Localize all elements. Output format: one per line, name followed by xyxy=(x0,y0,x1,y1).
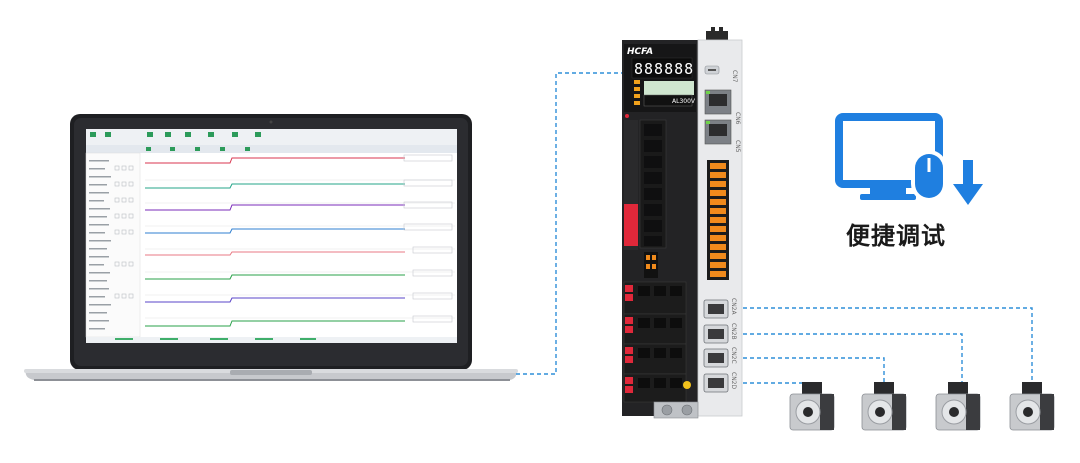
svg-text:CN2B: CN2B xyxy=(730,323,737,340)
svg-text:HCFA: HCFA xyxy=(627,47,653,57)
svg-text:888888: 888888 xyxy=(634,60,694,78)
svg-text:AL300V: AL300V xyxy=(672,98,696,105)
svg-text:CN2D: CN2D xyxy=(730,372,737,389)
servo-motor xyxy=(789,382,835,431)
svg-text:CN2C: CN2C xyxy=(730,347,737,364)
laptop-screen xyxy=(85,129,457,343)
connection-lines xyxy=(516,72,1033,392)
servo-motor xyxy=(1009,382,1055,431)
axis-b-link xyxy=(729,333,963,392)
monitor-mouse-download-icon xyxy=(835,113,983,205)
svg-text:CN2A: CN2A xyxy=(730,298,737,315)
svg-text:CN5: CN5 xyxy=(734,140,741,153)
axis-a-link xyxy=(729,307,1033,392)
axis-c-link xyxy=(729,357,885,392)
servo-motor xyxy=(935,382,981,431)
servo-motors xyxy=(789,382,1055,431)
servo-drive: HCFA 888888 AL300V CN7 CN6 CN5 xyxy=(622,27,743,419)
caption-convenient-debugging: 便捷调试 xyxy=(846,222,946,250)
encoder-ports: CN2A CN2B CN2C CN2D xyxy=(703,298,737,393)
motor-terminals xyxy=(623,281,691,403)
svg-text:CN6: CN6 xyxy=(734,112,741,125)
svg-text:CN7: CN7 xyxy=(731,70,738,83)
servo-motor xyxy=(861,382,907,431)
laptop xyxy=(24,114,518,381)
